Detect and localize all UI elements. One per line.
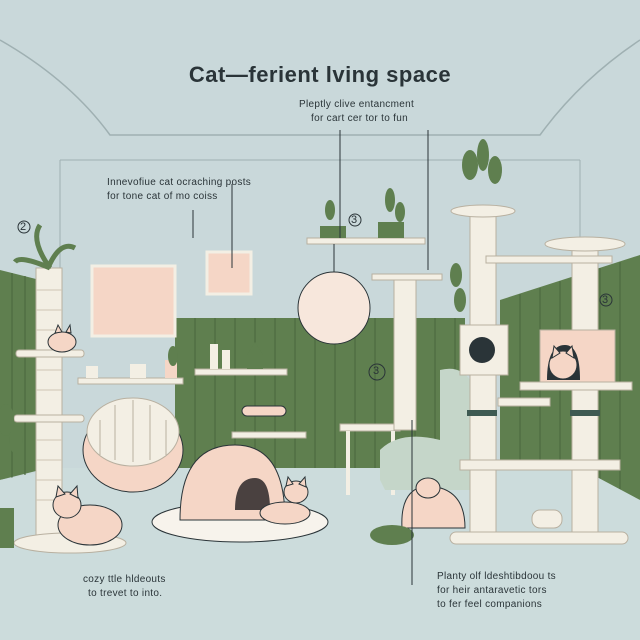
annotation-bottom-right-line1: Planty olf ldeshtibdoou ts — [437, 571, 556, 582]
cave-bed — [179, 444, 286, 521]
cat-on-post — [47, 323, 77, 353]
page-title: Cat—ferient lving space — [188, 62, 452, 87]
cat-on-rug — [259, 475, 311, 525]
annotation-top-right-line2: for cart cer tor to fun — [311, 113, 408, 124]
marker-right: 3 — [602, 294, 609, 306]
small-picture — [205, 250, 253, 296]
marker-left: 2 — [20, 221, 27, 233]
stool — [531, 509, 563, 529]
cat-bottom-left — [52, 484, 123, 546]
paper-lamp — [297, 271, 371, 345]
armchair — [380, 368, 470, 490]
wall-shelves — [77, 222, 443, 439]
annotation-bottom-left-line1: cozy ttle hldeouts — [83, 574, 166, 585]
annotation-top-left-line2: for tone cat of mo coiss — [107, 191, 218, 202]
floor — [0, 468, 640, 640]
floor-cushion — [370, 525, 414, 545]
center-scratching-post — [393, 279, 417, 431]
annotation-top-left-line1: Innevofiue cat ocraching posts — [107, 177, 252, 188]
dome-bed — [82, 397, 184, 493]
marker-table: 3 — [373, 365, 380, 377]
annotation-top-right-line1: Pleptly clive entancment — [299, 99, 415, 110]
wall-frame — [90, 264, 177, 338]
cat-by-tree — [401, 477, 466, 529]
annotation-bottom-right-line2: for heir antaravetic tors — [437, 585, 547, 596]
ceiling-line — [0, 39, 640, 136]
annotation-bottom-right-line3: to fer feel companions — [437, 599, 542, 610]
cat-in-house — [548, 344, 578, 380]
annotation-bottom-left-line2: to trevet to into. — [88, 588, 163, 599]
plants — [0, 139, 502, 454]
marker-shelf: 3 — [351, 214, 358, 226]
